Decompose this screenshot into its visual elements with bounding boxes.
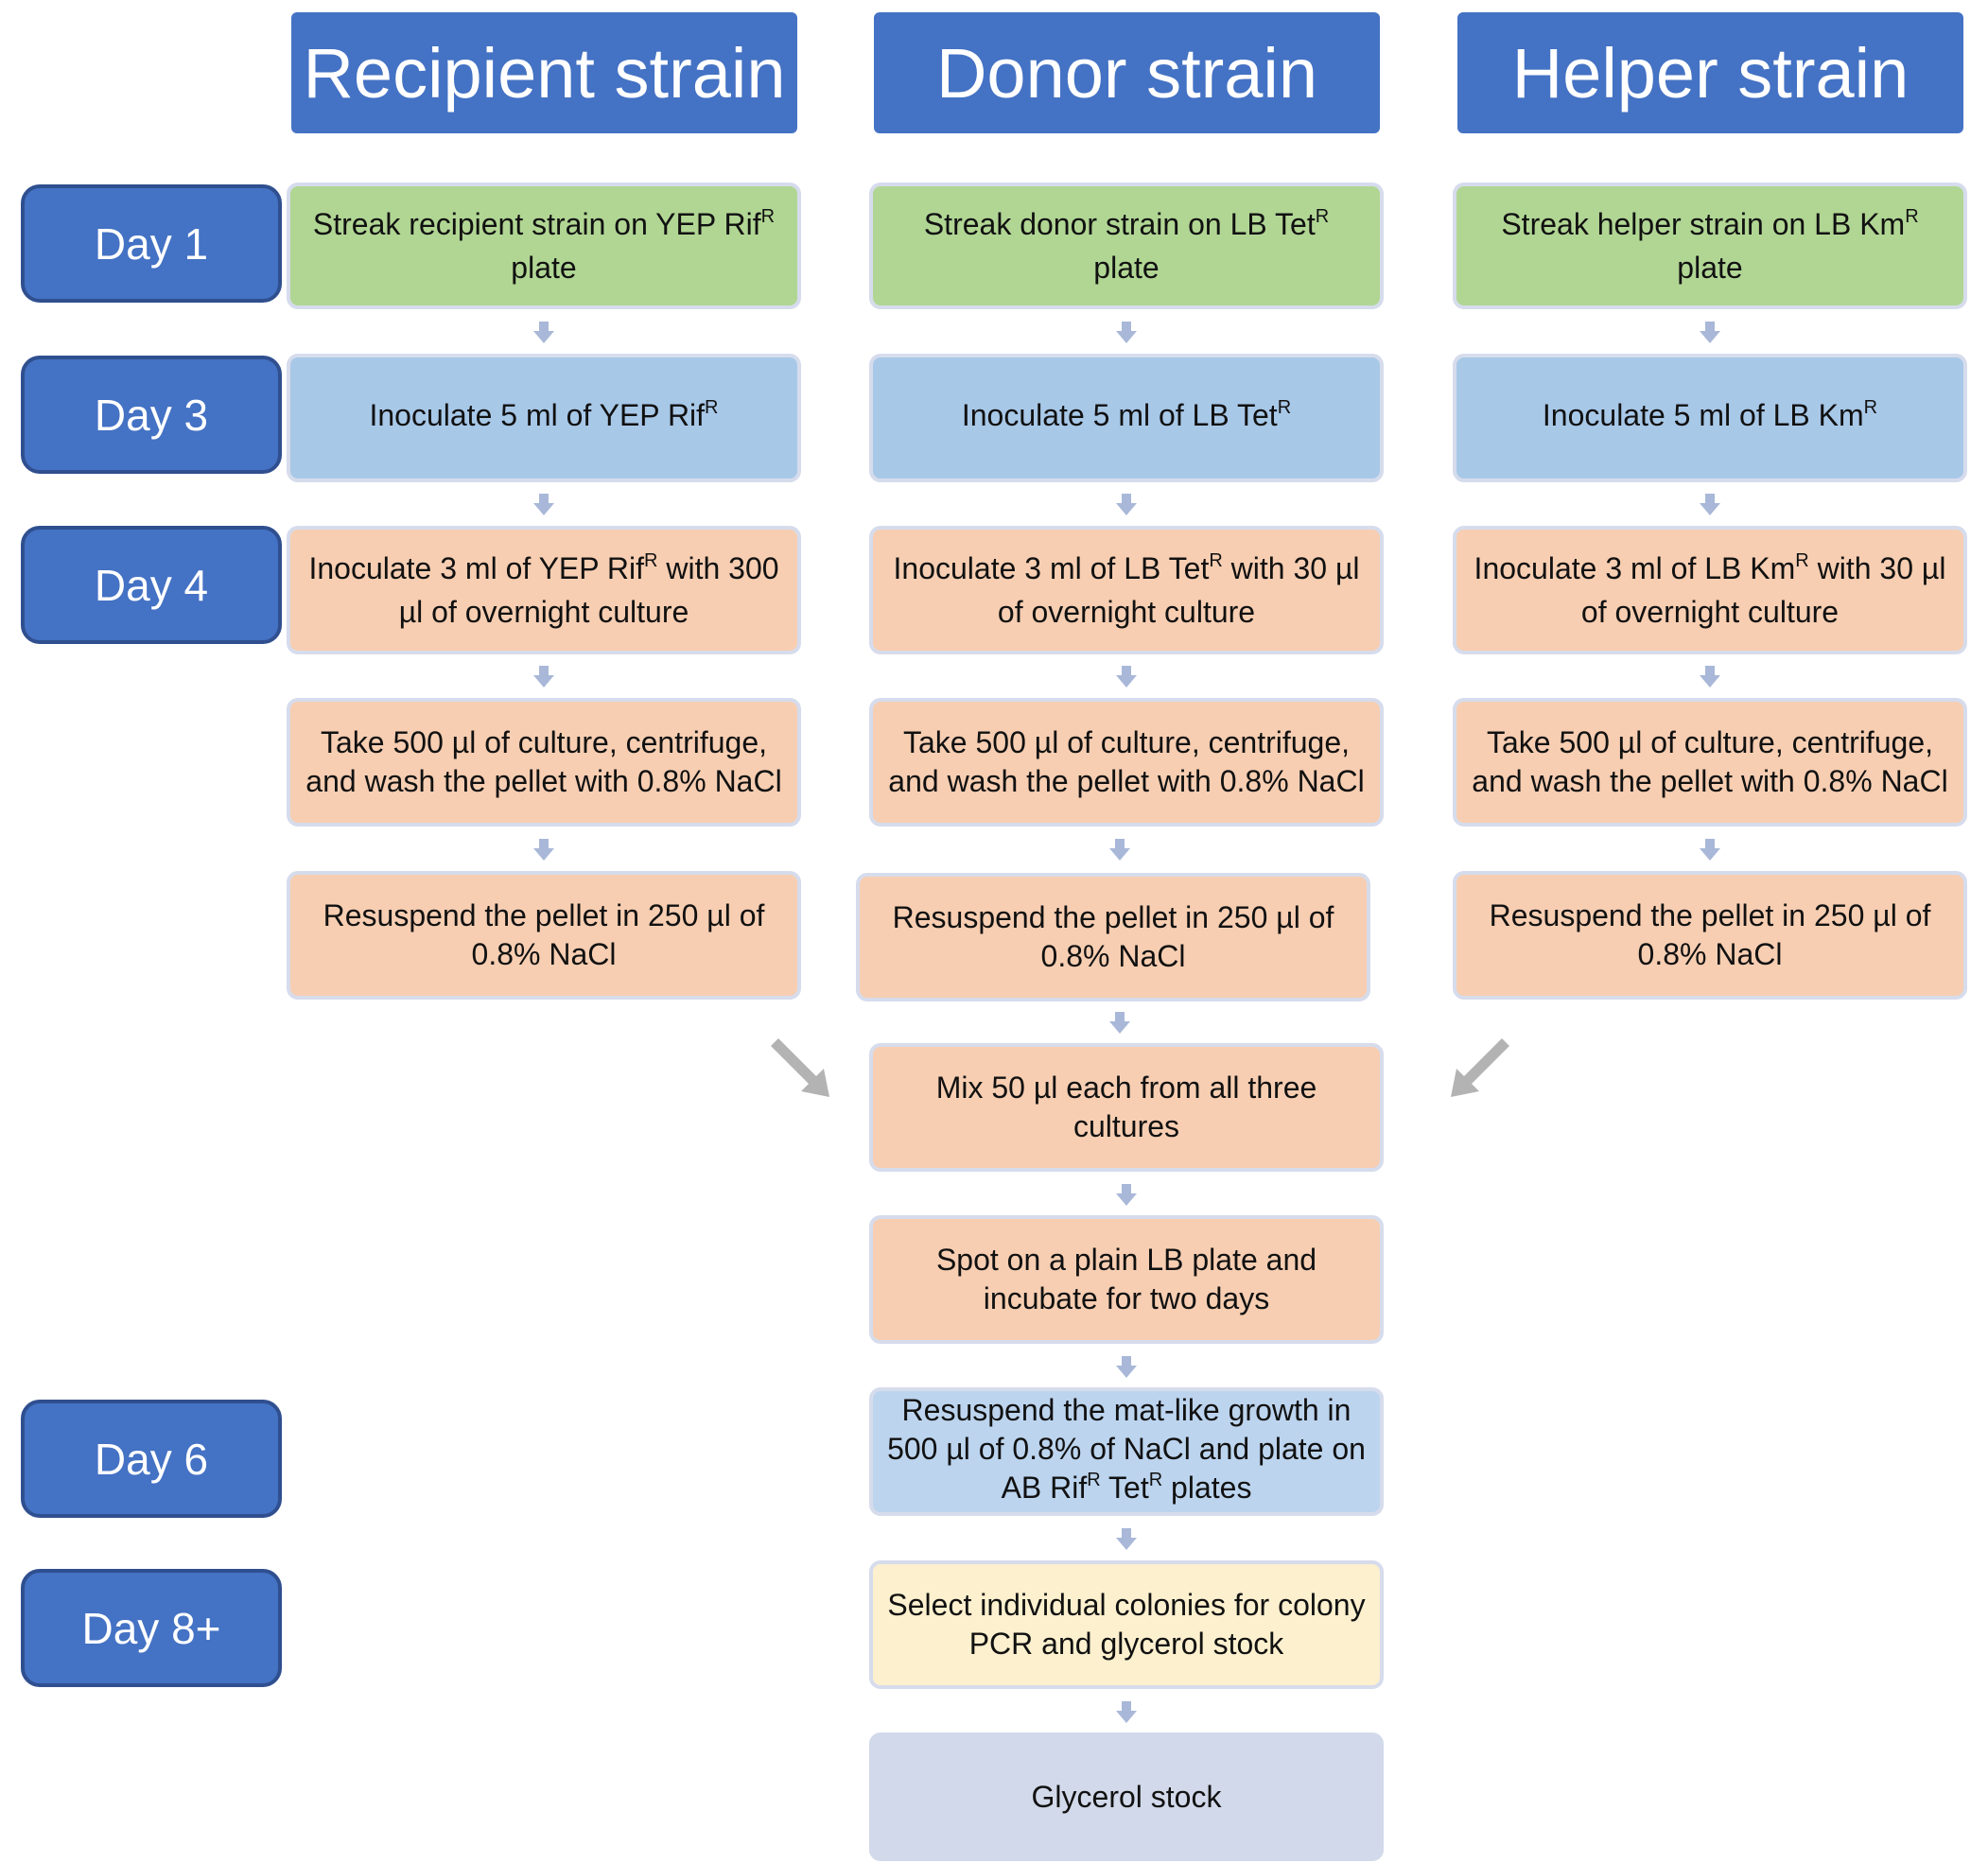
donor-inoculate-3ml-step: Inoculate 3 ml of LB TetR with 30 µl of … (869, 526, 1384, 654)
donor-resuspend-step: Resuspend the pellet in 250 µl of 0.8% N… (856, 873, 1370, 1001)
glycerol-stock-step: Glycerol stock (869, 1732, 1384, 1861)
down-arrow-icon (1116, 494, 1137, 515)
day-label-3: Day 3 (21, 356, 282, 474)
down-arrow-icon (533, 494, 554, 515)
select-colonies-step: Select individual colonies for colony PC… (869, 1560, 1384, 1689)
spot-plate-step: Spot on a plain LB plate and incubate fo… (869, 1215, 1384, 1344)
down-arrow-icon (1116, 666, 1137, 688)
helper-resuspend-step: Resuspend the pellet in 250 µl of 0.8% N… (1453, 871, 1967, 1000)
down-arrow-icon (1116, 1356, 1137, 1378)
down-arrow-icon (1116, 1701, 1137, 1723)
down-arrow-icon (533, 839, 554, 861)
recipient-take-culture-step: Take 500 µl of culture, centrifuge, and … (287, 698, 801, 827)
down-arrow-icon (1700, 494, 1720, 515)
header-recipient-strain: Recipient strain (291, 12, 797, 133)
recipient-inoculate-3ml-step: Inoculate 3 ml of YEP RifR with 300 µl o… (287, 526, 801, 654)
down-arrow-icon (533, 666, 554, 688)
down-arrow-icon (1116, 322, 1137, 343)
down-arrow-icon (1116, 1528, 1137, 1550)
mix-cultures-step: Mix 50 µl each from all three cultures (869, 1043, 1384, 1172)
down-arrow-icon (1116, 1184, 1137, 1206)
donor-take-culture-step: Take 500 µl of culture, centrifuge, and … (869, 698, 1384, 827)
down-arrow-icon (1109, 839, 1130, 861)
recipient-resuspend-step: Resuspend the pellet in 250 µl of 0.8% N… (287, 871, 801, 1000)
helper-inoculate-5ml-step: Inoculate 5 ml of LB KmR (1453, 354, 1967, 482)
merge-arrow-right-down-icon (771, 1038, 829, 1097)
resuspend-mat-step: Resuspend the mat-like growth in 500 µl … (869, 1387, 1384, 1516)
day-label-8plus: Day 8+ (21, 1569, 282, 1687)
recipient-inoculate-5ml-step: Inoculate 5 ml of YEP RifR (287, 354, 801, 482)
down-arrow-icon (1700, 322, 1720, 343)
header-donor-strain: Donor strain (874, 12, 1380, 133)
day-label-6: Day 6 (21, 1400, 282, 1518)
day-label-1: Day 1 (21, 184, 282, 303)
down-arrow-icon (533, 322, 554, 343)
donor-inoculate-5ml-step: Inoculate 5 ml of LB TetR (869, 354, 1384, 482)
day-label-4: Day 4 (21, 526, 282, 644)
helper-take-culture-step: Take 500 µl of culture, centrifuge, and … (1453, 698, 1967, 827)
header-helper-strain: Helper strain (1457, 12, 1963, 133)
down-arrow-icon (1700, 839, 1720, 861)
down-arrow-icon (1109, 1012, 1130, 1034)
helper-inoculate-3ml-step: Inoculate 3 ml of LB KmR with 30 µl of o… (1453, 526, 1967, 654)
merge-arrow-left-down-icon (1451, 1038, 1509, 1097)
down-arrow-icon (1700, 666, 1720, 688)
